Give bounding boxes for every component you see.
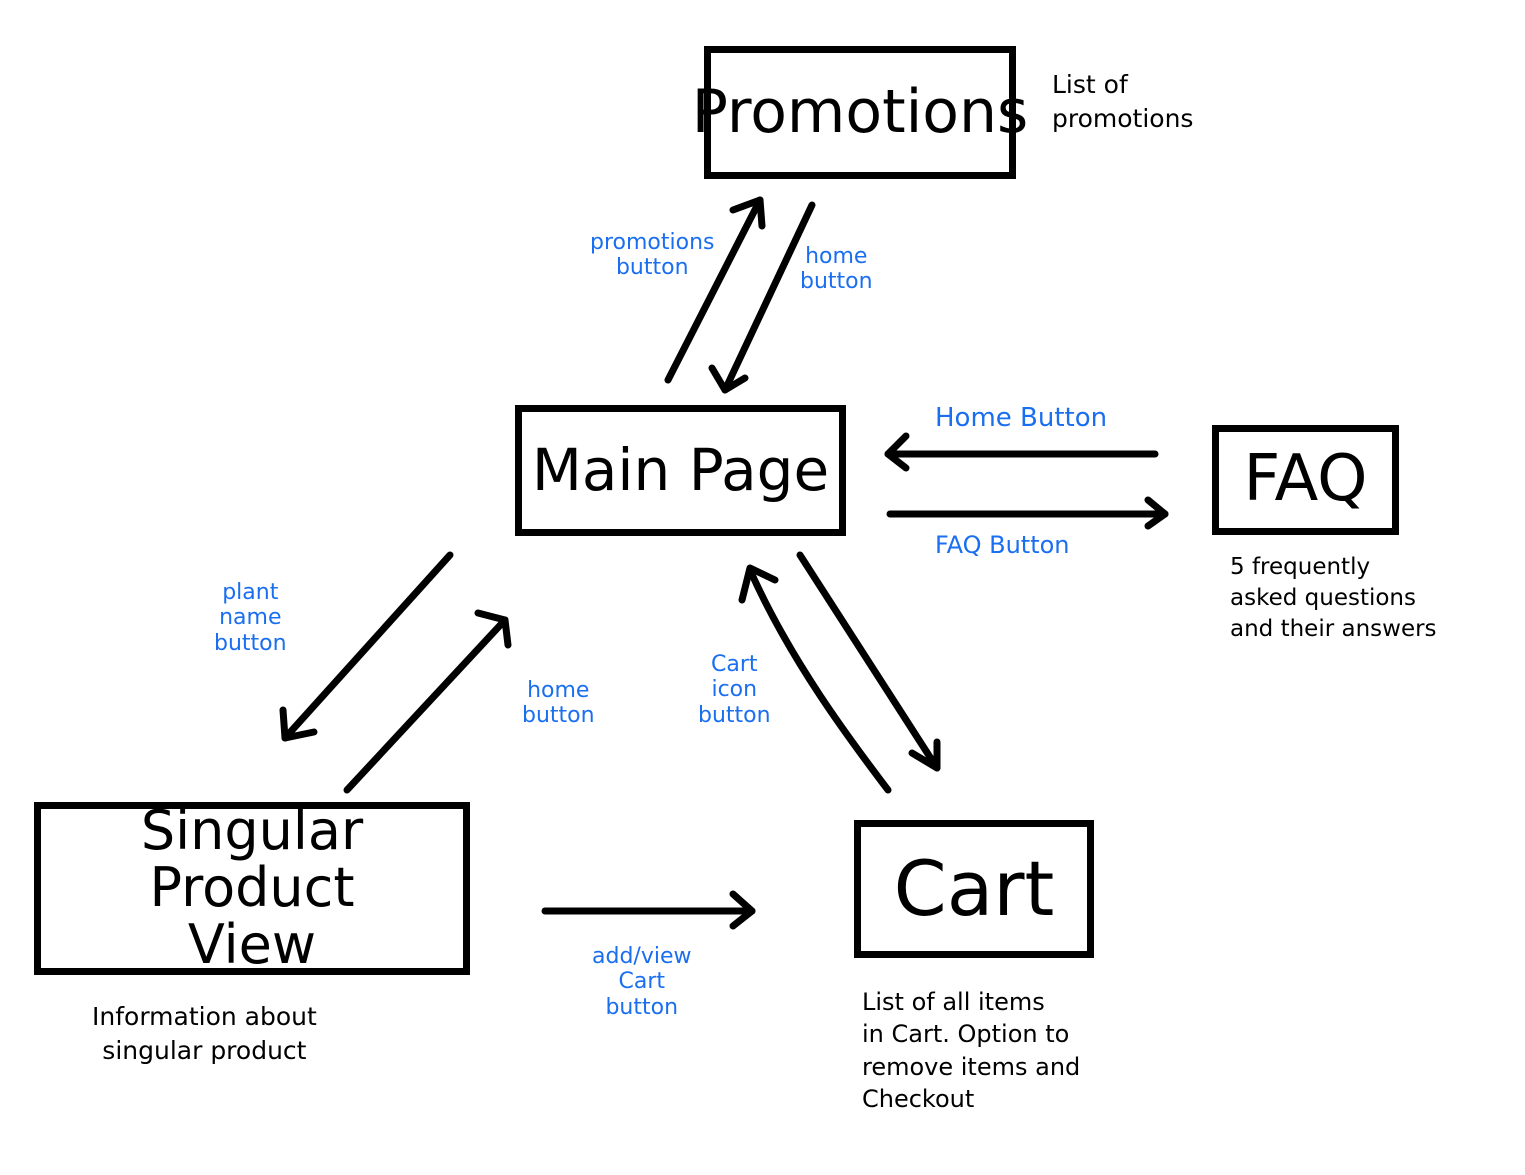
arrow-promotions-to-main — [708, 201, 816, 394]
note-cart: List of all items in Cart. Option to rem… — [862, 988, 1081, 1114]
arrow-main-to-product — [279, 551, 454, 742]
edge-label-promotions-to-main: home button — [800, 244, 873, 295]
arrow-faq-to-main — [884, 432, 1159, 472]
node-faq-label: FAQ — [1243, 442, 1368, 517]
arrow-main-to-promotions — [664, 196, 766, 384]
node-cart: Cart — [854, 820, 1094, 958]
arrow-product-to-main — [343, 609, 512, 794]
note-singular-product-view: Information about singular product — [92, 1002, 317, 1065]
edge-label-product-to-cart: add/view Cart button — [592, 944, 692, 1020]
node-faq: FAQ — [1212, 425, 1399, 535]
arrow-main-to-faq — [886, 496, 1169, 530]
node-cart-label: Cart — [893, 844, 1055, 934]
edge-label-main-to-faq: FAQ Button — [935, 531, 1070, 559]
arrow-main-to-cart — [796, 551, 941, 772]
note-faq: 5 frequently asked questions and their a… — [1230, 554, 1437, 643]
arrow-cart-to-main — [738, 564, 892, 794]
node-promotions: Promotions — [692, 46, 1028, 179]
edge-label-product-to-main: home button — [522, 678, 595, 729]
edge-label-faq-to-main: Home Button — [935, 403, 1108, 433]
node-main-page-label: Main Page — [531, 436, 830, 505]
edge-label-cart-to-main: Cart icon button — [698, 652, 771, 728]
node-main-page: Main Page — [515, 405, 846, 536]
node-promotions-label: Promotions — [691, 77, 1029, 147]
note-promotions: List of promotions — [1052, 70, 1194, 133]
node-singular-product-view: Singular Product View — [34, 802, 470, 975]
node-singular-product-view-label: Singular Product View — [140, 799, 364, 976]
edge-label-main-to-product: plant name button — [214, 580, 287, 656]
arrow-product-to-cart — [541, 890, 756, 930]
edge-label-main-to-promotions: promotions button — [590, 230, 715, 281]
